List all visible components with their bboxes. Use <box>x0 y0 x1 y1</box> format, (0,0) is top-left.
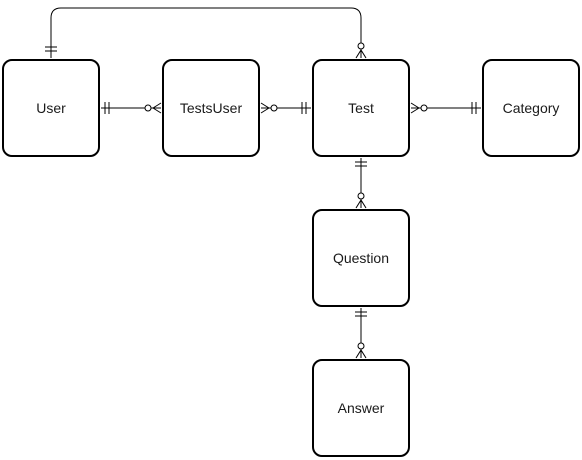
entity-question[interactable]: Question <box>312 209 410 307</box>
entity-testsuser[interactable]: TestsUser <box>162 59 260 157</box>
entity-question-label: Question <box>332 250 390 266</box>
entity-category-label: Category <box>502 100 560 116</box>
entity-test[interactable]: Test <box>312 59 410 157</box>
connector-user-testsuser[interactable] <box>101 102 162 114</box>
entity-category[interactable]: Category <box>482 59 580 157</box>
connector-question-answer[interactable] <box>355 308 367 359</box>
connector-test-category[interactable] <box>410 102 481 114</box>
entity-user[interactable]: User <box>2 59 100 157</box>
entity-answer-label: Answer <box>337 400 385 416</box>
entity-answer[interactable]: Answer <box>312 359 410 457</box>
entity-testsuser-label: TestsUser <box>179 100 243 116</box>
connector-testsuser-test[interactable] <box>260 102 311 114</box>
entity-test-label: Test <box>348 100 374 116</box>
connector-user-test[interactable] <box>45 7 367 59</box>
entity-user-label: User <box>36 100 66 116</box>
connector-test-question[interactable] <box>355 158 367 209</box>
